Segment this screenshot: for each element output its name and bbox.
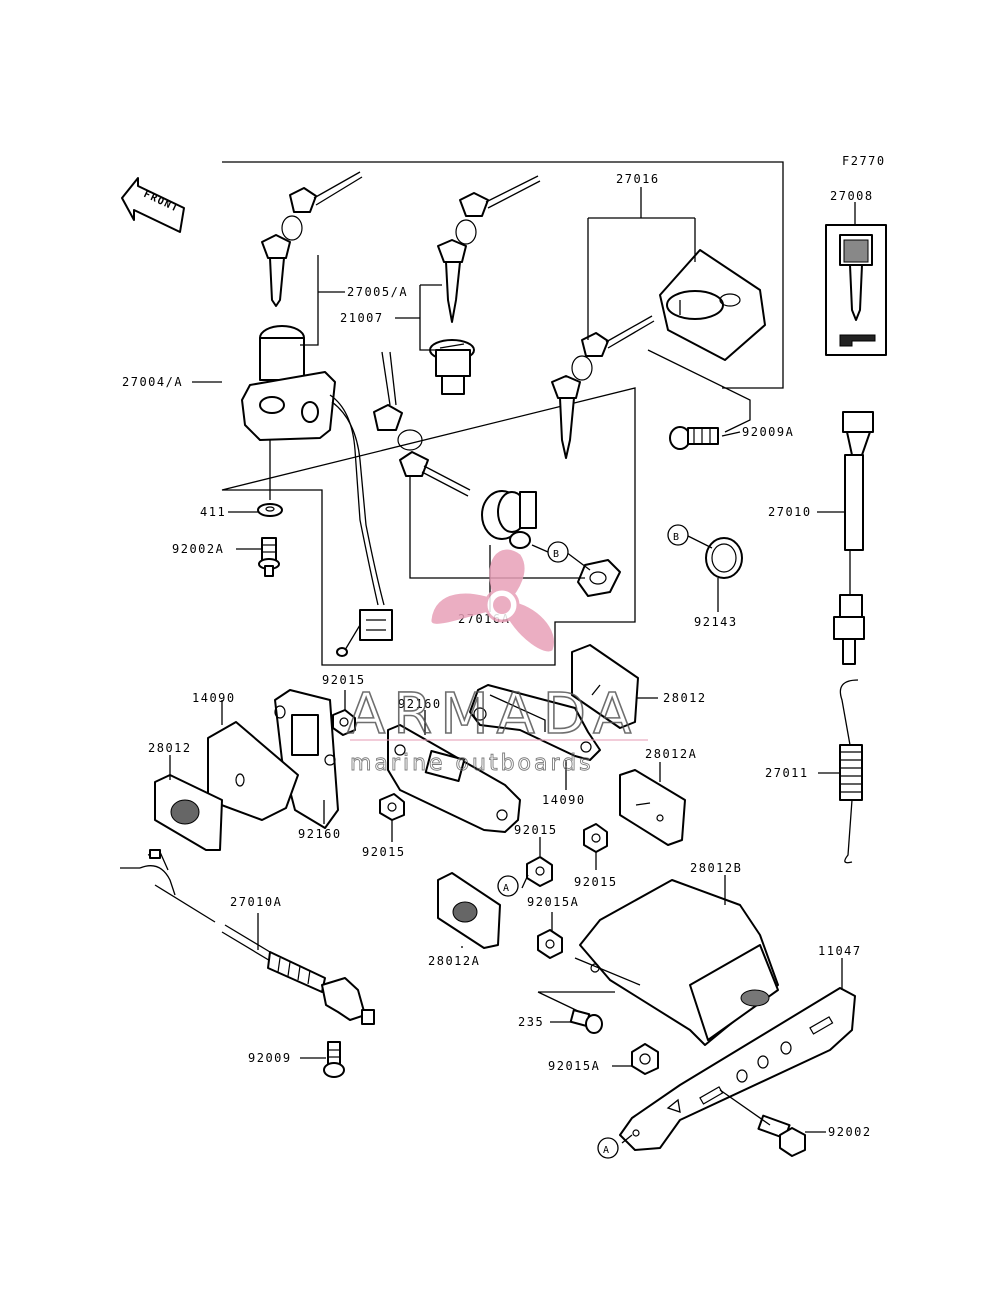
cable-27010 [833,411,874,665]
label-92015-c: 92015 [514,823,558,837]
label-27008: 27008 [830,189,874,203]
bolt-92002 [757,1114,806,1157]
label-92009: 92009 [248,1051,292,1065]
label-28012-a: 28012 [148,741,192,755]
reflector-28012-left [154,774,223,851]
watermark-brand: ARMADA [347,682,639,747]
label-92009A: 92009A [742,425,794,439]
svg-text:A: A [603,1145,609,1156]
label-11047: 11047 [818,944,862,958]
label-411: 411 [200,505,226,519]
callout-a2: A [597,1137,619,1159]
label-27011: 27011 [765,766,809,780]
cable-27010A [120,849,375,1025]
label-28012-b: 28012 [663,691,707,705]
bracket-14090-left [207,689,339,829]
label-92002A: 92002A [172,542,224,556]
watermark-tagline: marine outboards [350,751,594,776]
reflector-28012A-right [619,769,686,846]
callout-b2: B [667,524,689,546]
label-92002: 92002 [828,1125,872,1139]
key-set-21007 [429,175,541,395]
label-28012A-b: 28012A [428,954,480,968]
label-92160-b: 92160 [298,827,342,841]
svg-text:A: A [503,883,509,894]
bracket-11047 [619,987,856,1151]
nut-92015A-upper [537,929,563,959]
svg-text:B: B [553,549,559,560]
screw-235 [569,1009,603,1034]
leader-lines [169,187,856,1144]
label-14090-b: 14090 [542,793,586,807]
reflector-28012A-lower [437,872,501,949]
label-235: 235 [518,1015,544,1029]
label-27010: 27010 [768,505,812,519]
label-92160-a: 92160 [398,697,442,711]
label-27004A: 27004/A [122,375,183,389]
label-92015-a: 92015 [322,673,366,687]
washer-411 [257,503,283,517]
o-ring-92143 [705,537,743,579]
watermark: ARMADA marine outboards [346,549,648,776]
label-27005A: 27005/A [347,285,408,299]
label-92143: 92143 [694,615,738,629]
nut-92015-middle-left [526,856,553,887]
bracket-14090-right [469,684,601,761]
label-92015-d: 92015 [574,875,618,889]
label-27016: 27016 [616,172,660,186]
spring-27011 [839,679,863,864]
label-27010A: 27010A [230,895,282,909]
figure-code: F2770 [842,154,886,168]
label-14090-a: 14090 [192,691,236,705]
label-28012B: 28012B [690,861,742,875]
label-28012A-a: 28012A [645,747,697,761]
label-92015-b: 92015 [362,845,406,859]
key-set-27005A [261,171,363,307]
svg-text:B: B [673,532,679,543]
propeller-logo-icon [431,549,554,652]
nut-92015-middle-right [583,823,608,853]
callout-a1: A [497,875,519,897]
screw-92009 [323,1041,345,1078]
nut-92015-lower [379,793,405,821]
label-21007: 21007 [340,311,384,325]
nut-92015A-lower [631,1043,659,1075]
group-boundary [221,161,784,666]
gasket-92160-center [387,724,521,833]
seat-lock-27016 [551,249,766,459]
bolt-92002A [258,537,280,577]
part-labels: 27016 27008 27005/A 21007 27004/A 92009A… [122,172,874,1139]
label-92015A-b: 92015A [548,1059,600,1073]
callout-b1: B [547,541,569,563]
reflector-28012-right [571,644,639,729]
tail-light-28012B [579,879,779,1046]
front-arrow-icon: FRONT [121,177,185,233]
screw-92009A [669,426,719,450]
ignition-switch-27004A [241,325,393,657]
key-27008 [825,224,887,356]
label-92015A-a: 92015A [527,895,579,909]
